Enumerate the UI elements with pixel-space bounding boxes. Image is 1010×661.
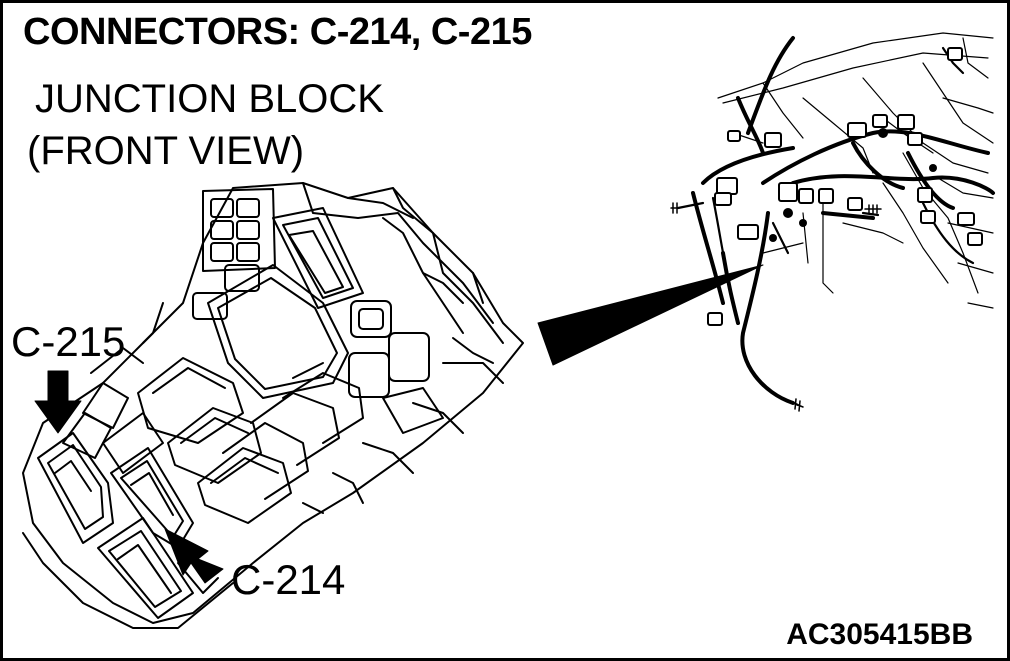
subtitle-line-2: (FRONT VIEW) — [27, 129, 305, 173]
figure-code: AC305415BB — [786, 618, 973, 651]
callout-c215: C-215 — [11, 318, 126, 365]
wiring-harness-drawing — [670, 32, 995, 412]
subtitle-line-1: JUNCTION BLOCK — [35, 77, 384, 121]
page-title: CONNECTORS: C-214, C-215 — [23, 11, 532, 53]
callout-c214: C-214 — [231, 556, 346, 603]
junction-block-drawing — [22, 182, 524, 629]
pointer-arrow-icon — [34, 370, 224, 584]
callout-wedge — [537, 264, 764, 366]
diagram-art — [22, 32, 995, 629]
